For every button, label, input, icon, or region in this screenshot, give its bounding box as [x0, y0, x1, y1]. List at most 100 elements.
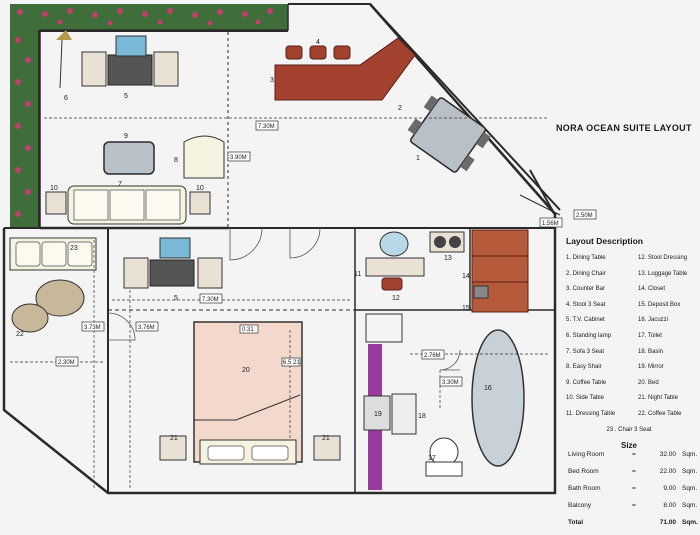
dim-bath-a: 2.76M	[424, 353, 441, 359]
size-equals: =	[632, 450, 636, 458]
night-table-right	[313, 435, 341, 461]
label-1: 1	[416, 155, 420, 162]
doors	[107, 227, 461, 371]
size-value: 22.00	[659, 467, 676, 475]
night-table-left	[159, 435, 187, 461]
luggage-table	[429, 231, 465, 253]
label-21b: 21	[322, 435, 330, 442]
size-name: Bed Room	[568, 467, 599, 475]
size-row: Balcony = 8.00 Sqm.	[560, 501, 698, 518]
size-total-value: 71.00	[659, 518, 676, 526]
sofa-3-seat	[67, 185, 187, 225]
tv-cabinet-living	[56, 30, 179, 89]
label-3: 3	[270, 77, 274, 84]
label-14: 14	[462, 273, 470, 280]
size-total-unit: Sqm.	[682, 518, 698, 526]
label-17: 17	[428, 455, 436, 462]
legend-item: 12. Stool Dressing	[638, 255, 688, 261]
label-9: 9	[124, 133, 128, 140]
size-unit: Sqm.	[682, 450, 698, 458]
dimension-lines	[10, 117, 550, 488]
legend-row: 11. Dressing Table 22. Coffee Table	[560, 410, 698, 426]
legend-item: 19. Mirror	[638, 364, 664, 371]
legend-item: 8. Easy Shair	[566, 364, 602, 371]
label-23: 23	[70, 245, 78, 252]
label-5b: 5	[174, 295, 178, 302]
size-name: Balcony	[568, 501, 592, 509]
dimension-boxes	[55, 120, 597, 387]
basin	[391, 393, 417, 435]
dim-living-width: 7.30M	[258, 124, 275, 130]
legend-row: 7. Sofa 3 Seat 18. Basin	[560, 348, 698, 364]
dim-balcony-b: 2.50M	[576, 213, 593, 219]
legend-item: 17. Toilet	[638, 332, 662, 339]
legend-item: 2. Dining Chair	[566, 270, 606, 277]
legend-item: 15. Deposit Box	[638, 301, 681, 308]
easy-chair	[183, 135, 225, 179]
dim-bed-top: 0.31	[242, 327, 254, 333]
coffee-table-living	[103, 141, 155, 175]
side-table-left	[45, 191, 67, 215]
legend-item: 14. Closet	[638, 286, 666, 293]
label-8: 8	[174, 157, 178, 164]
legend-extra: 23 . Chair 3 Seat	[606, 426, 652, 433]
side-table-right	[189, 191, 211, 215]
legend-item: 1. Dining Table	[566, 255, 606, 261]
legend-item: 13. Luggage Table	[638, 270, 688, 277]
furniture-numbers: 1 2 3 4 5 5 6 7 8 9 10 10 11 12 13 14 15…	[16, 39, 492, 462]
legend-row: 8. Easy Shair 19. Mirror	[560, 363, 698, 379]
size-equals: =	[632, 484, 636, 492]
mirror	[363, 395, 391, 431]
size-unit: Sqm.	[682, 467, 698, 475]
legend-item: 9. Coffee Table	[566, 379, 607, 386]
size-total-row: Total 71.00 Sqm.	[560, 518, 698, 535]
size-equals	[632, 518, 648, 535]
size-value: 32.00	[659, 450, 676, 458]
label-20: 20	[242, 367, 250, 374]
dressing-table	[365, 231, 425, 291]
toilet	[425, 437, 463, 477]
legend-row: 4. Stool 3 Seat 15. Deposit Box	[560, 301, 698, 317]
dim-easy-chair: 3.90M	[230, 155, 247, 161]
walls	[2, 3, 561, 495]
dim-bath-b: 3.30M	[442, 380, 459, 386]
label-2: 2	[398, 105, 402, 112]
label-10a: 10	[50, 185, 58, 192]
tv-cabinet-bedroom	[123, 237, 223, 289]
size-row: Bath Room = 9.00 Sqm.	[560, 484, 698, 501]
legend-row: 3. Counter Bar 14. Closet	[560, 285, 698, 301]
size-value: 9.00	[663, 484, 676, 492]
label-5: 5	[124, 93, 128, 100]
closet	[471, 229, 529, 313]
legend-item: 18. Basin	[638, 348, 664, 355]
dim-bedroom-width: 7.30M	[202, 297, 219, 303]
bed	[193, 321, 303, 465]
label-11: 11	[354, 271, 361, 278]
layout-legend: Layout Description 1. Dining Table 12. S…	[560, 236, 698, 535]
size-row: Living Room = 32.00 Sqm.	[560, 450, 698, 467]
legend-item: 6. Standing lamp	[566, 332, 612, 339]
label-15: 15	[462, 305, 470, 312]
size-equals: =	[632, 467, 636, 475]
legend-heading: Layout Description	[566, 236, 643, 246]
legend-row: 10. Side Table 21. Night Table	[560, 394, 698, 410]
dim-left-c: 2.30M	[58, 360, 75, 366]
legend-item: 22. Coffee Table	[638, 410, 682, 417]
dim-left-a: 3.73M	[84, 325, 101, 331]
label-4: 4	[316, 39, 320, 46]
dining-table	[407, 95, 491, 173]
dimension-labels: 7.30M 3.90M 1.56M 2.50M 7.30M 3.73M 3.76…	[58, 124, 593, 386]
legend-item: 7. Sofa 3 Seat	[566, 348, 605, 355]
size-name: Bath Room	[568, 484, 601, 492]
dim-left-b: 3.76M	[138, 325, 155, 331]
legend-item: 4. Stool 3 Seat	[566, 301, 606, 308]
legend-row: 6. Standing lamp 17. Toilet	[560, 332, 698, 348]
label-18: 18	[418, 413, 426, 420]
legend-item: 10. Side Table	[566, 395, 604, 402]
label-21a: 21	[170, 435, 178, 442]
size-value: 8.00	[663, 501, 676, 509]
label-10b: 10	[196, 185, 204, 192]
size-row: Bed Room = 22.00 Sqm.	[560, 467, 698, 484]
size-unit: Sqm.	[682, 484, 698, 492]
